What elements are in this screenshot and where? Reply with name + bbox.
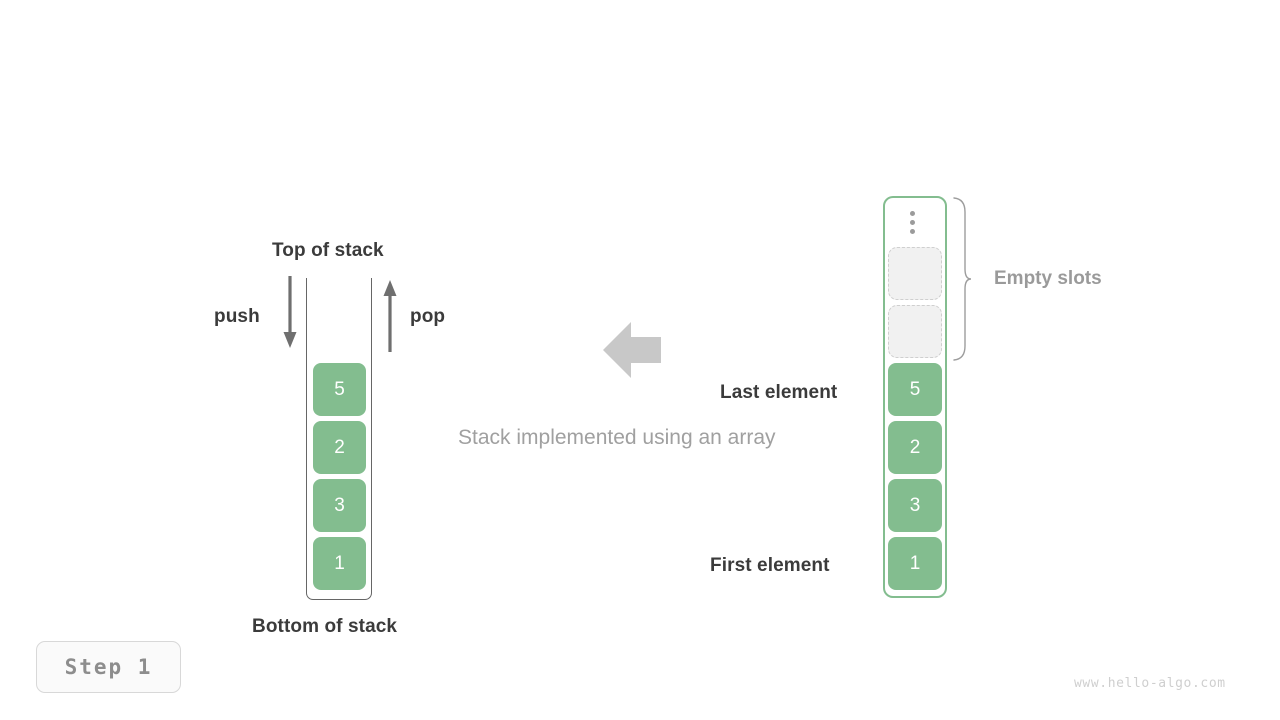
ellipsis-dot xyxy=(910,220,915,225)
vertical-ellipsis-icon xyxy=(910,211,917,234)
array-empty-slot xyxy=(888,247,942,300)
array-cell: 1 xyxy=(888,537,942,590)
last-element-label: Last element xyxy=(720,382,838,403)
pop-label: pop xyxy=(410,306,446,327)
stack-cell: 2 xyxy=(313,421,366,474)
stack-cell: 5 xyxy=(313,363,366,416)
empty-slots-brace-icon xyxy=(953,197,972,361)
step-badge-text: Step 1 xyxy=(64,655,153,679)
step-badge: Step 1 xyxy=(36,641,181,693)
array-empty-slot xyxy=(888,305,942,358)
watermark: www.hello-algo.com xyxy=(1074,676,1226,691)
array-cell-list: 5 2 3 1 xyxy=(888,247,942,590)
diagram-caption: Stack implemented using an array xyxy=(458,426,776,449)
first-element-label: First element xyxy=(710,555,830,576)
push-arrow-icon xyxy=(283,276,297,348)
push-label: push xyxy=(214,306,260,327)
stack-cell: 1 xyxy=(313,537,366,590)
empty-slots-label: Empty slots xyxy=(994,268,1102,289)
stack-cell-list: 5 2 3 1 xyxy=(313,363,366,590)
bottom-of-stack-label: Bottom of stack xyxy=(252,616,398,637)
array-cell: 3 xyxy=(888,479,942,532)
ellipsis-dot xyxy=(910,211,915,216)
array-cell: 2 xyxy=(888,421,942,474)
stack-cell: 3 xyxy=(313,479,366,532)
left-arrow-icon xyxy=(603,322,661,378)
array-cell: 5 xyxy=(888,363,942,416)
ellipsis-dot xyxy=(910,229,915,234)
top-of-stack-label: Top of stack xyxy=(272,240,384,261)
pop-arrow-icon xyxy=(383,280,397,352)
